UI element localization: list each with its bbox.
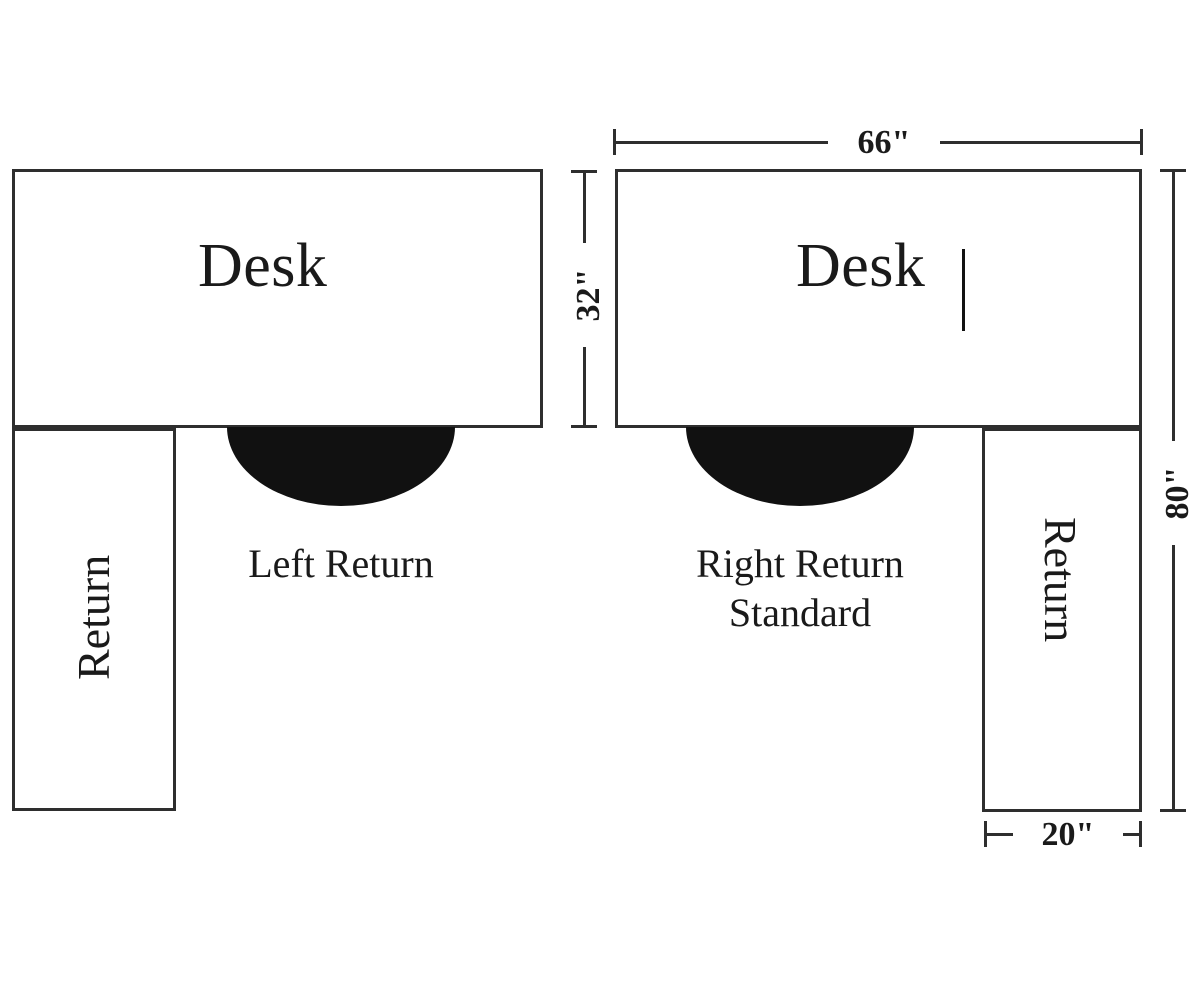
dimension-80-tick-bottom — [1160, 809, 1186, 812]
dimension-66-tick-left — [613, 129, 616, 155]
dimension-66-label: 66" — [828, 124, 940, 162]
dimension-20-label: 20" — [1013, 816, 1123, 854]
right-return-surface[interactable] — [982, 428, 1142, 812]
dimension-20-tick-right — [1139, 821, 1142, 847]
left-return-label: Return — [68, 554, 119, 680]
right-desk-surface[interactable] — [615, 169, 1142, 428]
right-unit-caption-line1: Right Return — [696, 541, 904, 586]
left-return-surface[interactable] — [12, 428, 176, 811]
dimension-32-tick-top — [571, 170, 597, 173]
dimension-20-tick-left — [984, 821, 987, 847]
left-desk-label: Desk — [198, 232, 328, 300]
right-unit-caption-line2: Standard — [728, 590, 872, 635]
right-return-label: Return — [1035, 517, 1086, 643]
right-desk-label: Desk — [796, 232, 926, 300]
dimension-32-tick-bottom — [571, 425, 597, 428]
left-unit-caption: Left Return — [248, 541, 434, 586]
dimension-32-label: 32" — [568, 243, 610, 347]
right-chair-semicircle — [686, 427, 914, 506]
text-cursor-caret — [962, 249, 965, 331]
dimension-66-tick-right — [1140, 129, 1143, 155]
left-desk-surface[interactable] — [12, 169, 543, 428]
dimension-80-label: 80" — [1157, 441, 1199, 545]
left-chair-semicircle — [227, 427, 455, 506]
dimension-80-tick-top — [1160, 169, 1186, 172]
